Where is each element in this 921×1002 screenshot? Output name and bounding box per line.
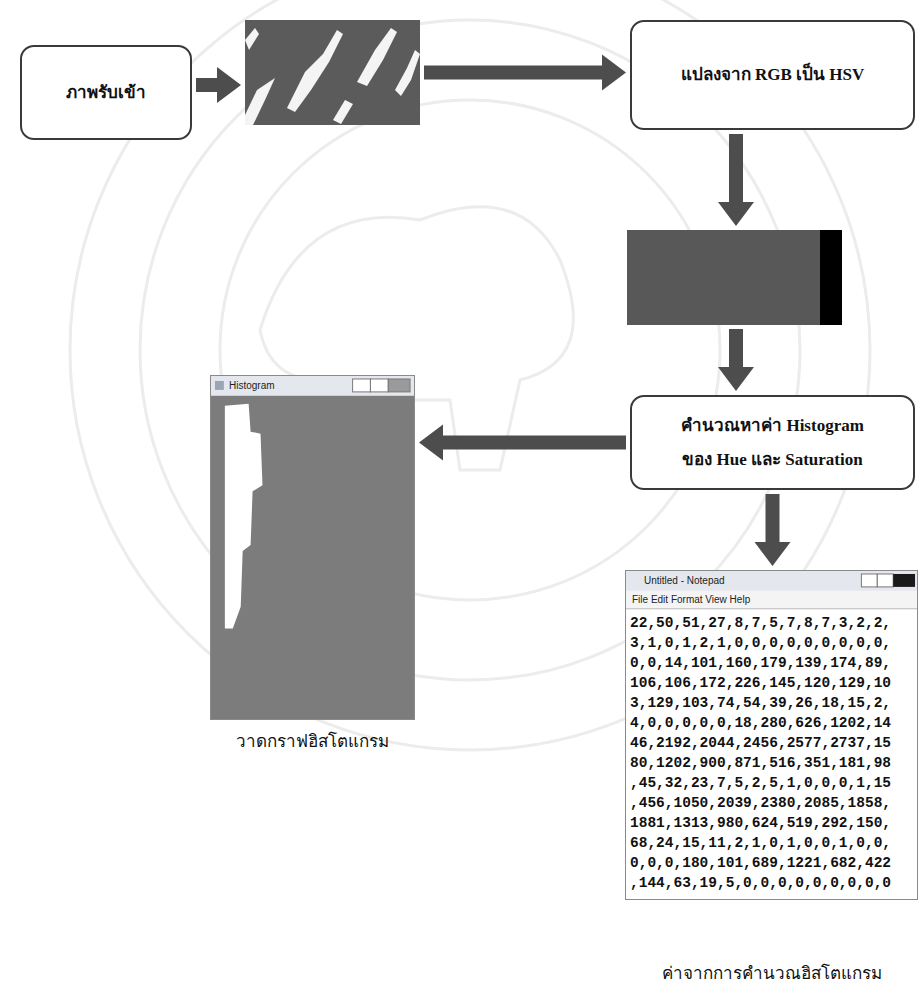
menu-divider <box>626 608 917 609</box>
menu-bar <box>626 591 917 609</box>
flow-arrow <box>419 425 626 461</box>
box-label: ภาพรับเข้า <box>66 76 146 110</box>
image-streak <box>245 28 259 50</box>
hsv-ground <box>627 230 842 325</box>
image-streak <box>395 50 420 96</box>
histogram-window: Histogramวาดกราฟฮิสโตแกรม <box>210 375 415 720</box>
node-graphic <box>245 20 420 125</box>
notepad-window: Untitled - NotepadFile Edit Format View … <box>625 570 918 900</box>
box-label: คำนวณหาค่า Histogram ของ Hue และ Saturat… <box>658 409 888 477</box>
window-button <box>388 379 410 392</box>
process-box: ภาพรับเข้า <box>20 45 192 140</box>
flow-arrow <box>718 134 754 226</box>
image-streak <box>287 30 343 112</box>
window-button <box>877 574 893 587</box>
figure-caption: ค่าจากการคำนวณฮิสโตแกรม <box>586 959 921 986</box>
flow-arrow <box>196 67 241 103</box>
input-image <box>245 20 420 125</box>
window-title: Untitled - Notepad <box>644 575 725 586</box>
window-button <box>353 379 371 392</box>
title-bar <box>211 376 414 396</box>
process-box: แปลงจาก RGB เป็น HSV <box>630 20 915 130</box>
image-streak <box>333 100 353 124</box>
menu-items: File Edit Format View Help <box>632 594 750 605</box>
image-ground <box>245 20 420 125</box>
image-streak <box>357 28 397 86</box>
flow-arrow <box>755 494 791 566</box>
window-title: Histogram <box>229 380 275 391</box>
flow-arrow <box>718 329 754 391</box>
window-icon <box>215 381 224 390</box>
window-button <box>370 379 388 392</box>
box-label: แปลงจาก RGB เป็น HSV <box>681 58 865 92</box>
title-bar <box>626 571 917 591</box>
histogram-values: 22,50,51,27,8,7,5,7,8,7,3,2,2, 3,1,0,1,2… <box>630 613 905 893</box>
hsv-dark-strip <box>820 230 842 325</box>
flow-arrow <box>424 55 626 91</box>
figure-caption: วาดกราฟฮิสโตแกรม <box>171 727 454 754</box>
node-graphic <box>627 230 842 325</box>
process-box: คำนวณหาค่า Histogram ของ Hue และ Saturat… <box>630 395 915 490</box>
window-button <box>893 574 915 587</box>
window-button <box>861 574 877 587</box>
hsv-image <box>627 230 842 325</box>
histogram-bars <box>225 404 263 629</box>
node-graphic <box>211 376 414 719</box>
plot-ground <box>211 396 414 719</box>
image-streak <box>245 78 275 125</box>
